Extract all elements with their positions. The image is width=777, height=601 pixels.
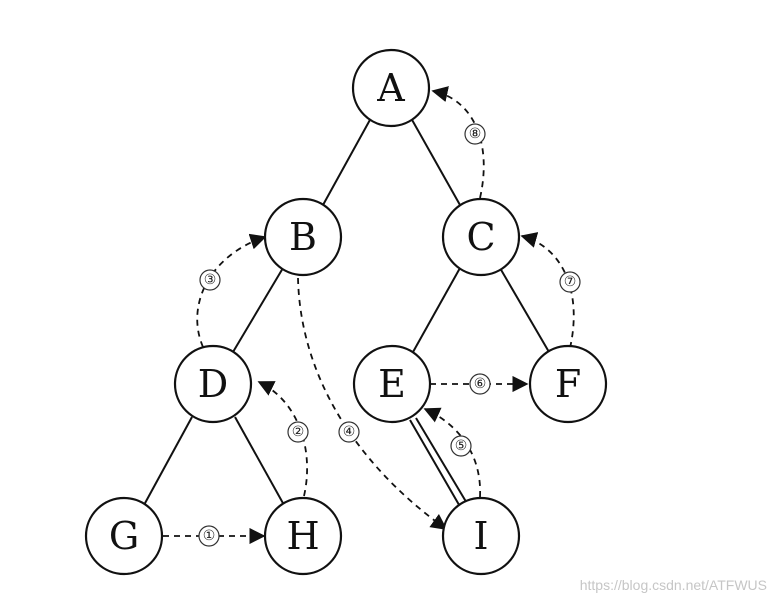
step-label-7: ⑦ (559, 271, 581, 293)
edge-e-i (409, 419, 463, 511)
tree-edges (143, 117, 550, 511)
step-text-2: ② (292, 424, 305, 440)
node-i-label: I (473, 514, 488, 558)
edge-d-g (143, 416, 193, 506)
step-text-5: ⑤ (455, 438, 468, 454)
node-i: I (441, 496, 521, 576)
node-d-label: D (198, 362, 228, 406)
step-label-4: ④ (338, 421, 360, 443)
node-e-label: E (378, 362, 406, 406)
thread-step-labels: ① ② ③ ④ ⑤ ⑥ ⑦ ⑧ (198, 123, 581, 547)
edge-d-h (234, 416, 285, 506)
step-label-6: ⑥ (469, 373, 491, 395)
edge-b-d (232, 267, 284, 353)
step-text-3: ③ (204, 272, 217, 288)
edge-c-e (412, 267, 461, 353)
node-a-label: A (376, 66, 405, 110)
edge-a-b (322, 117, 372, 206)
node-e: E (352, 344, 432, 424)
node-f-label: F (555, 362, 581, 406)
node-h-label: H (286, 514, 319, 558)
node-c-label: C (466, 215, 495, 259)
edge-e-i-inner (415, 417, 469, 506)
step-label-1: ① (198, 525, 220, 547)
step-label-5: ⑤ (450, 435, 472, 457)
node-b: B (263, 197, 343, 277)
edge-c-f (499, 267, 550, 353)
step-label-3: ③ (199, 269, 221, 291)
tree-nodes: A B C D E F G H I (84, 48, 608, 576)
step-text-7: ⑦ (564, 274, 577, 290)
node-g-label: G (109, 514, 139, 558)
thread-f-c (520, 232, 575, 349)
thread-b-i (297, 277, 448, 530)
node-c: C (441, 197, 521, 277)
step-text-6: ⑥ (474, 376, 487, 392)
step-text-4: ④ (343, 424, 356, 440)
thread-arrows (163, 86, 575, 545)
thread-d-b (196, 233, 267, 348)
node-f: F (528, 344, 608, 424)
step-text-1: ① (203, 528, 216, 544)
step-text-8: ⑧ (469, 126, 482, 142)
node-g: G (84, 496, 164, 576)
watermark-text: https://blog.csdn.net/ATFWUS (579, 577, 767, 593)
thread-i-e (423, 407, 481, 498)
step-label-8: ⑧ (464, 123, 486, 145)
node-b-label: B (289, 215, 317, 259)
step-label-2: ② (287, 421, 309, 443)
edge-a-c (410, 117, 461, 206)
node-h: H (263, 496, 343, 576)
node-d: D (173, 344, 253, 424)
node-a: A (351, 48, 431, 128)
